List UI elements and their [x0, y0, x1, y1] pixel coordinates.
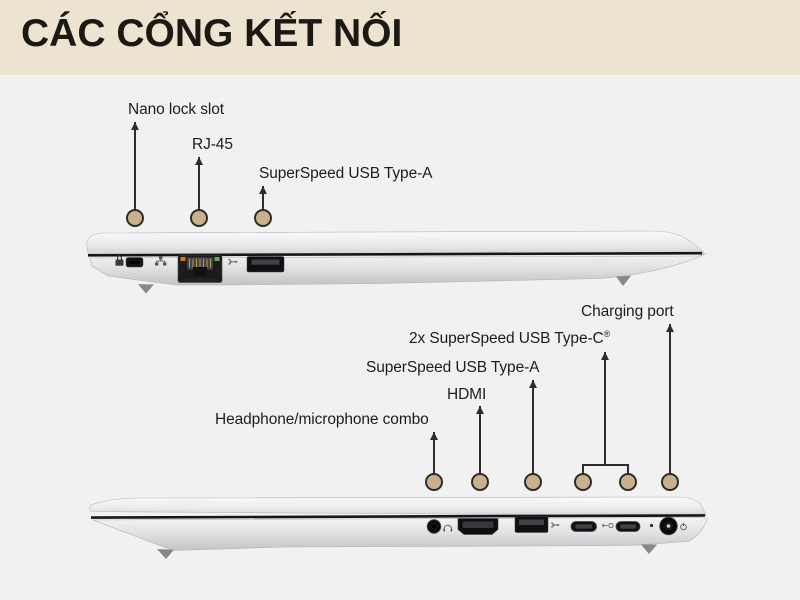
- power-icon: [680, 522, 687, 531]
- callout-label-text: 2x SuperSpeed USB Type-C: [409, 330, 604, 347]
- port-marker-dot: [471, 473, 489, 491]
- laptop-base: [89, 253, 707, 286]
- callout-arrow-up-icon: [258, 186, 267, 210]
- port-marker-dot: [619, 473, 637, 491]
- port-marker-dot: [661, 473, 679, 491]
- registered-mark: ®: [603, 329, 611, 339]
- callout-label: RJ-45: [192, 136, 233, 153]
- port-marker-dot: [254, 209, 272, 227]
- port-marker-dot: [574, 473, 592, 491]
- usb-a-port: [246, 256, 285, 273]
- lock-icon: [115, 255, 124, 266]
- fork-branch: [582, 464, 584, 474]
- laptop-left-side-view: [86, 230, 707, 294]
- callout-arrow-up-icon: [429, 432, 438, 474]
- callout-label: Nano lock slot: [128, 101, 224, 118]
- charging-port: [659, 516, 678, 536]
- network-icon: [155, 256, 167, 266]
- status-led: [649, 523, 654, 528]
- port-marker-dot: [190, 209, 208, 227]
- callout-label: Charging port: [581, 303, 674, 320]
- usb-a-port: [514, 516, 549, 533]
- page-title: CÁC CỔNG KẾT NỐI: [21, 12, 403, 55]
- nano-lock-slot: [125, 257, 144, 268]
- callout-arrow-up-icon: [130, 122, 139, 210]
- usb-c-port: [570, 521, 597, 532]
- callout-arrow-up-icon: [528, 380, 537, 474]
- callout-arrow-up-icon: [475, 406, 484, 474]
- rj45-port: [177, 255, 223, 283]
- callout-label: 2x SuperSpeed USB Type-C®: [409, 329, 611, 347]
- laptop-lid: [89, 496, 707, 517]
- headphone-jack: [426, 519, 442, 534]
- callout-arrow-up-icon: [194, 157, 203, 210]
- laptop-lid: [86, 230, 704, 255]
- header-banner: CÁC CỔNG KẾT NỐI: [0, 0, 800, 75]
- port-marker-dot: [126, 209, 144, 227]
- rj45-led-green: [214, 257, 220, 261]
- laptop-right-side-view: [89, 496, 708, 559]
- laptop-gap-line: [87, 251, 703, 257]
- superspeed-usb-icon: [551, 522, 560, 528]
- callout-label: HDMI: [447, 386, 487, 403]
- fork-branch: [627, 464, 629, 474]
- callout-arrow-up-icon: [600, 352, 609, 465]
- port-marker-dot: [425, 473, 443, 491]
- fork-connector: [582, 464, 629, 466]
- port-marker-dot: [524, 473, 542, 491]
- rj45-led-orange: [180, 257, 186, 261]
- rubber-foot: [157, 549, 174, 559]
- rubber-foot: [138, 284, 154, 294]
- rubber-foot: [641, 544, 657, 554]
- callout-label: SuperSpeed USB Type-A: [259, 165, 433, 182]
- headset-icon: [443, 524, 453, 532]
- callout-label: Headphone/microphone combo: [215, 411, 429, 428]
- laptop-base: [92, 517, 708, 551]
- usb-c-port: [615, 521, 641, 532]
- superspeed-usb-icon: [228, 259, 238, 265]
- callout-arrow-up-icon: [665, 324, 674, 474]
- hdmi-port: [457, 518, 499, 535]
- laptop-gap-line: [90, 514, 706, 519]
- callout-label: SuperSpeed USB Type-A: [366, 359, 540, 376]
- rubber-foot: [616, 275, 631, 286]
- usb-c-icon: [602, 523, 614, 528]
